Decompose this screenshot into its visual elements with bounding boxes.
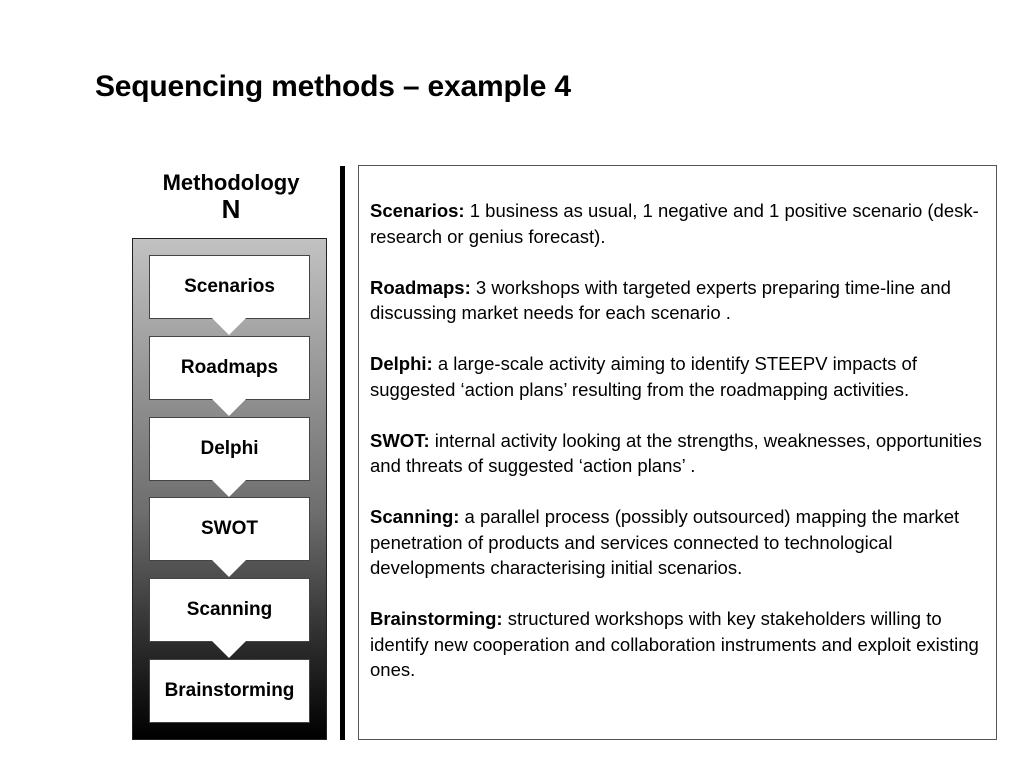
arrow-down-icon xyxy=(212,641,246,658)
description-term: Brainstorming: xyxy=(370,608,503,629)
description-scenarios: Scenarios: 1 business as usual, 1 negati… xyxy=(370,198,984,249)
description-text: 3 workshops with targeted experts prepar… xyxy=(370,276,951,324)
methodology-label-line1: Methodology xyxy=(162,170,300,195)
vertical-divider xyxy=(340,166,345,740)
step-delphi: Delphi xyxy=(149,417,310,481)
description-text: a large-scale activity aiming to identif… xyxy=(370,353,917,400)
description-term: Delphi: xyxy=(370,353,433,374)
description-brainstorming: Brainstorming: structured workshops with… xyxy=(370,606,984,683)
description-scanning: Scanning: a parallel process (possibly o… xyxy=(370,504,984,581)
description-term: Scanning: xyxy=(370,506,460,527)
step-swot: SWOT xyxy=(149,497,310,561)
description-term: Scenarios: xyxy=(370,200,465,221)
methodology-label: Methodology N xyxy=(132,170,330,225)
step-brainstorming: Brainstorming xyxy=(149,659,310,723)
description-term: SWOT: xyxy=(370,429,430,451)
arrow-down-icon xyxy=(212,318,246,335)
description-term: Roadmaps: xyxy=(370,276,471,298)
description-roadmaps: Roadmaps: 3 workshops with targeted expe… xyxy=(370,275,984,326)
description-text: internal activity looking at the strengt… xyxy=(370,429,982,477)
description-text: a parallel process (possibly outsourced)… xyxy=(370,506,960,578)
arrow-down-icon xyxy=(212,399,246,416)
description-text: structured workshops with key stakeholde… xyxy=(370,608,979,680)
arrow-down-icon xyxy=(212,480,246,497)
description-text: 1 business as usual, 1 negative and 1 po… xyxy=(370,200,979,247)
step-scenarios: Scenarios xyxy=(149,255,310,319)
step-scanning: Scanning xyxy=(149,578,310,642)
methodology-label-line2: N xyxy=(221,194,241,225)
arrow-down-icon xyxy=(212,560,246,577)
step-roadmaps: Roadmaps xyxy=(149,336,310,400)
description-swot: SWOT: internal activity looking at the s… xyxy=(370,428,984,479)
slide-title: Sequencing methods – example 4 xyxy=(95,70,571,103)
description-delphi: Delphi: a large-scale activity aiming to… xyxy=(370,351,984,402)
description-box: Scenarios: 1 business as usual, 1 negati… xyxy=(358,165,997,740)
